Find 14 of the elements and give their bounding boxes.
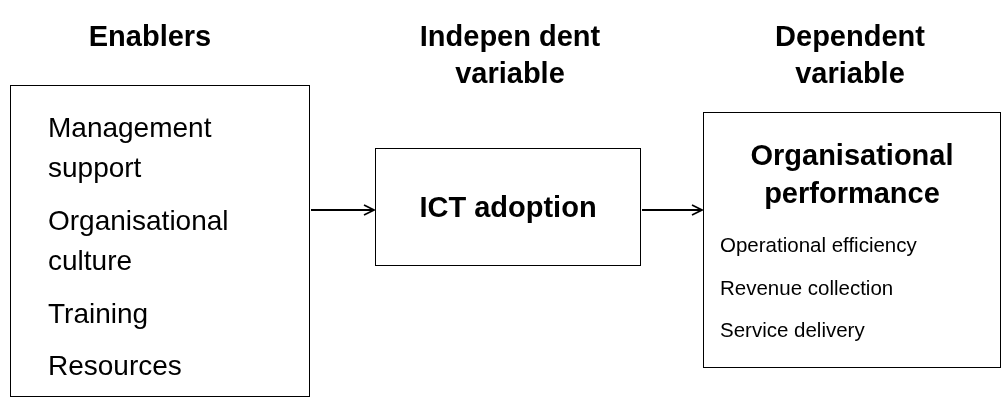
list-item: Organisational culture bbox=[48, 204, 230, 278]
list-item: Operational efficiency bbox=[720, 232, 917, 258]
box-title: ICT adoption bbox=[418, 190, 598, 225]
list-item: Resources bbox=[48, 349, 183, 383]
column-heading: Enablers bbox=[87, 19, 213, 54]
arrow bbox=[310, 204, 375, 216]
list-item: Revenue collection bbox=[720, 275, 894, 301]
list-item: Service delivery bbox=[720, 317, 865, 343]
box-title: Organisational performance bbox=[749, 138, 955, 211]
list-item: Management support bbox=[48, 111, 213, 185]
column-heading: Indepen dent variable bbox=[418, 19, 602, 91]
column-heading: Dependent variable bbox=[774, 19, 926, 91]
list-item: Training bbox=[48, 297, 150, 331]
arrow bbox=[641, 204, 703, 216]
